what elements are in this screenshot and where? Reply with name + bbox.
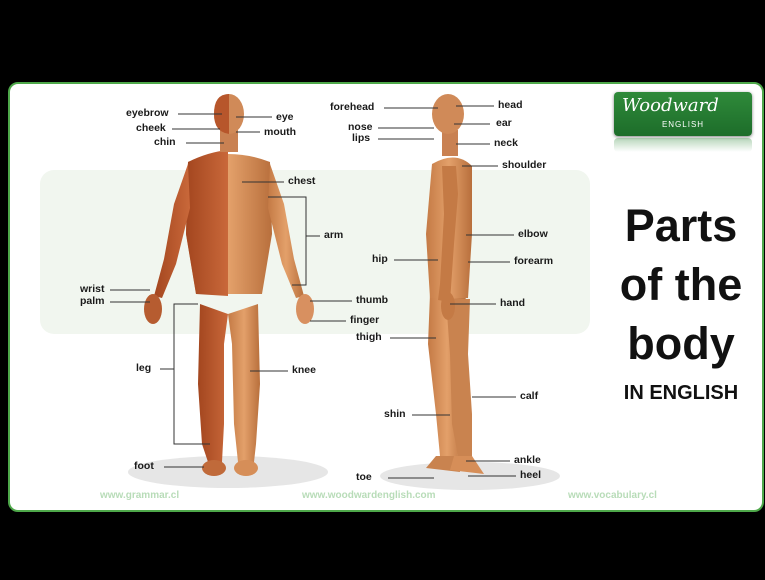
front-figure-shadow <box>128 456 328 488</box>
title-line-2: of the <box>596 255 764 314</box>
title-line-1: Parts <box>596 196 764 255</box>
letterbox-bottom <box>0 512 765 580</box>
watermark-band <box>40 170 590 334</box>
label-forehead: forehead <box>330 101 374 113</box>
logo-wordmark: Woodward <box>622 95 719 116</box>
label-arm: arm <box>324 229 343 241</box>
label-foot: foot <box>134 460 154 472</box>
label-elbow: elbow <box>518 228 548 240</box>
woodward-logo: Woodward ENGLISH <box>614 92 752 136</box>
label-thigh: thigh <box>356 331 382 343</box>
label-finger: finger <box>350 314 379 326</box>
label-head: head <box>498 99 523 111</box>
label-neck: neck <box>494 137 518 149</box>
label-eyebrow: eyebrow <box>126 107 169 119</box>
logo-reflection <box>614 138 752 152</box>
label-cheek: cheek <box>136 122 166 134</box>
logo-subtext: ENGLISH <box>614 120 752 129</box>
label-hip: hip <box>372 253 388 265</box>
label-forearm: forearm <box>514 255 553 267</box>
label-chin: chin <box>154 136 176 148</box>
page-title: Parts of the body <box>596 196 764 373</box>
label-leg: leg <box>136 362 151 374</box>
footer-link-grammar: www.grammar.cl <box>100 490 179 501</box>
letterbox-top <box>0 0 765 78</box>
label-eye: eye <box>276 111 294 123</box>
infographic-panel: eyebrow eye cheek mouth chin chest arm w… <box>8 82 764 512</box>
label-chest: chest <box>288 175 315 187</box>
label-heel: heel <box>520 469 541 481</box>
label-palm: palm <box>80 295 105 307</box>
page-subtitle: IN ENGLISH <box>596 382 764 405</box>
title-line-3: body <box>596 314 764 373</box>
footer-link-woodward: www.woodwardenglish.com <box>302 490 436 501</box>
footer-link-vocabulary: www.vocabulary.cl <box>568 490 657 501</box>
label-knee: knee <box>292 364 316 376</box>
label-mouth: mouth <box>264 126 296 138</box>
label-ankle: ankle <box>514 454 541 466</box>
label-thumb: thumb <box>356 294 388 306</box>
label-toe: toe <box>356 471 372 483</box>
label-lips: lips <box>352 132 370 144</box>
label-ear: ear <box>496 117 512 129</box>
label-wrist: wrist <box>80 283 105 295</box>
label-shoulder: shoulder <box>502 159 546 171</box>
label-hand: hand <box>500 297 525 309</box>
label-calf: calf <box>520 390 538 402</box>
label-shin: shin <box>384 408 406 420</box>
